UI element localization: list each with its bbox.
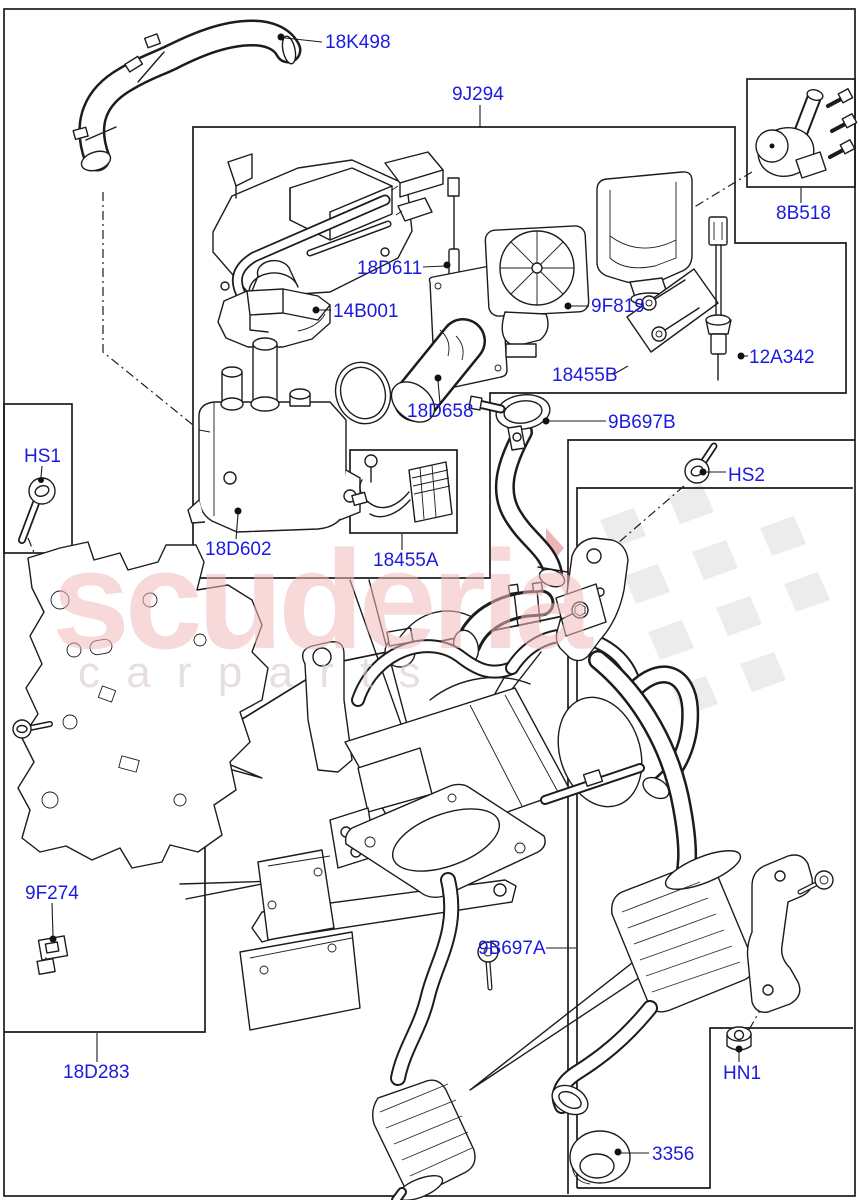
- part-o-ring: [334, 361, 392, 425]
- part-sensor-12A342: [705, 216, 732, 381]
- box-9B697A-left-top: [576, 487, 853, 1188]
- part-label-9B697A[interactable]: 9B697A: [478, 938, 546, 959]
- part-label-8B518[interactable]: 8B518: [776, 203, 831, 224]
- part-elbow-hose: [452, 581, 555, 665]
- part-exhaust-9B697A: [551, 537, 834, 1116]
- part-heat-shield: [257, 849, 335, 941]
- part-cover-14B001: [217, 288, 331, 348]
- part-label-3356[interactable]: 3356: [652, 1144, 694, 1165]
- part-glow-pin-18D611: [447, 177, 460, 277]
- part-label-9J294[interactable]: 9J294: [452, 84, 504, 105]
- part-label-HS2[interactable]: HS2: [728, 465, 765, 486]
- box-8B518: [746, 78, 856, 188]
- part-tank-18D602: [187, 337, 361, 533]
- part-harness-18455A: [351, 454, 453, 523]
- dash-hose-to-box: [102, 192, 194, 426]
- part-label-12A342[interactable]: 12A342: [749, 347, 815, 368]
- watermark-brand: scuderia: [52, 521, 594, 678]
- part-label-14B001[interactable]: 14B001: [333, 301, 399, 322]
- part-label-18D283[interactable]: 18D283: [63, 1062, 130, 1083]
- part-label-9B697B[interactable]: 9B697B: [608, 412, 676, 433]
- part-label-HS1[interactable]: HS1: [24, 446, 61, 467]
- part-label-HN1[interactable]: HN1: [723, 1063, 761, 1084]
- label-leader-lines: [38, 33, 802, 1156]
- part-code-labels: 18K498 9J294 8B518 18D611 14B001 9F819 1…: [24, 32, 831, 1165]
- part-clamp-hose-9B697B: [468, 394, 568, 588]
- box-HS1: [3, 403, 73, 554]
- box-9J294: [192, 126, 847, 579]
- watermark: scuderia c a r p a r t s: [52, 521, 599, 697]
- part-label-9F274[interactable]: 9F274: [25, 883, 79, 904]
- part-harness-pipe: [231, 151, 444, 304]
- page-border: [3, 8, 856, 1197]
- part-pump-8B518: [755, 88, 858, 179]
- part-screw-HS1: [18, 477, 56, 544]
- part-screw-HS2: [684, 442, 718, 484]
- part-label-18455A[interactable]: 18455A: [373, 550, 439, 571]
- part-hose-18K498: [72, 19, 302, 172]
- part-bolt-kit-18455B: [626, 268, 719, 353]
- box-9B697A-notch: [577, 1027, 853, 1189]
- watermark-tagline: c a r p a r t s: [78, 648, 428, 697]
- part-label-18K498[interactable]: 18K498: [325, 32, 391, 53]
- part-plate-18D283: [12, 541, 269, 869]
- part-label-18455B[interactable]: 18455B: [552, 365, 618, 386]
- part-blower-9F819: [484, 225, 590, 358]
- box-outer-bottom-right: [567, 439, 855, 1194]
- part-clip-9F274: [36, 935, 69, 975]
- part-label-9F819[interactable]: 9F819: [591, 296, 645, 317]
- part-label-18D658[interactable]: 18D658: [407, 401, 474, 422]
- part-label-18D611[interactable]: 18D611: [357, 258, 422, 279]
- part-label-18D602[interactable]: 18D602: [205, 539, 272, 560]
- part-grommet-3356: [569, 1130, 631, 1185]
